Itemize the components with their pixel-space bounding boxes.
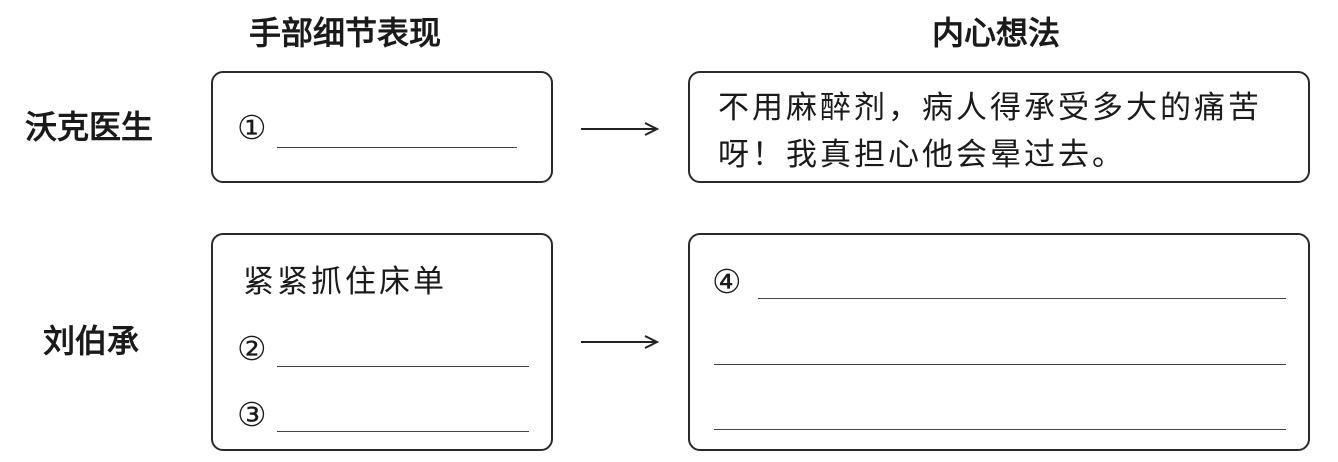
blank-marker-2: ② — [237, 329, 267, 368]
inner-thought-box-doctor: 不用麻醉剂，病人得承受多大的痛苦呀！我真担心他会晕过去。 — [688, 71, 1310, 183]
blank-marker-3: ③ — [237, 395, 267, 434]
hand-detail-box-doctor: ① — [211, 71, 553, 183]
row-label-doctor: 沃克医生 — [25, 108, 154, 146]
blank-marker-1: ① — [237, 108, 267, 147]
blank-line-1[interactable] — [277, 147, 517, 148]
arrow-right-icon — [581, 335, 659, 349]
header-inner-thought: 内心想法 — [932, 14, 1061, 52]
inner-thought-text-doctor: 不用麻醉剂，病人得承受多大的痛苦呀！我真担心他会晕过去。 — [718, 90, 1262, 173]
arrow-right-icon — [581, 122, 659, 136]
blank-marker-4: ④ — [712, 262, 742, 301]
blank-line-3[interactable] — [277, 431, 529, 432]
inner-thought-box-liu: ④ — [688, 233, 1310, 451]
blank-line-4-continued-1[interactable] — [714, 364, 1286, 365]
blank-line-4[interactable] — [758, 298, 1286, 299]
blank-line-2[interactable] — [277, 366, 529, 367]
row-label-liu-bocheng: 刘伯承 — [43, 322, 140, 360]
hand-detail-box-liu: 紧紧抓住床单 ② ③ — [211, 233, 553, 451]
header-hand-detail: 手部细节表现 — [249, 14, 442, 52]
hand-detail-given-text: 紧紧抓住床单 — [243, 264, 447, 300]
blank-line-4-continued-2[interactable] — [714, 429, 1286, 430]
